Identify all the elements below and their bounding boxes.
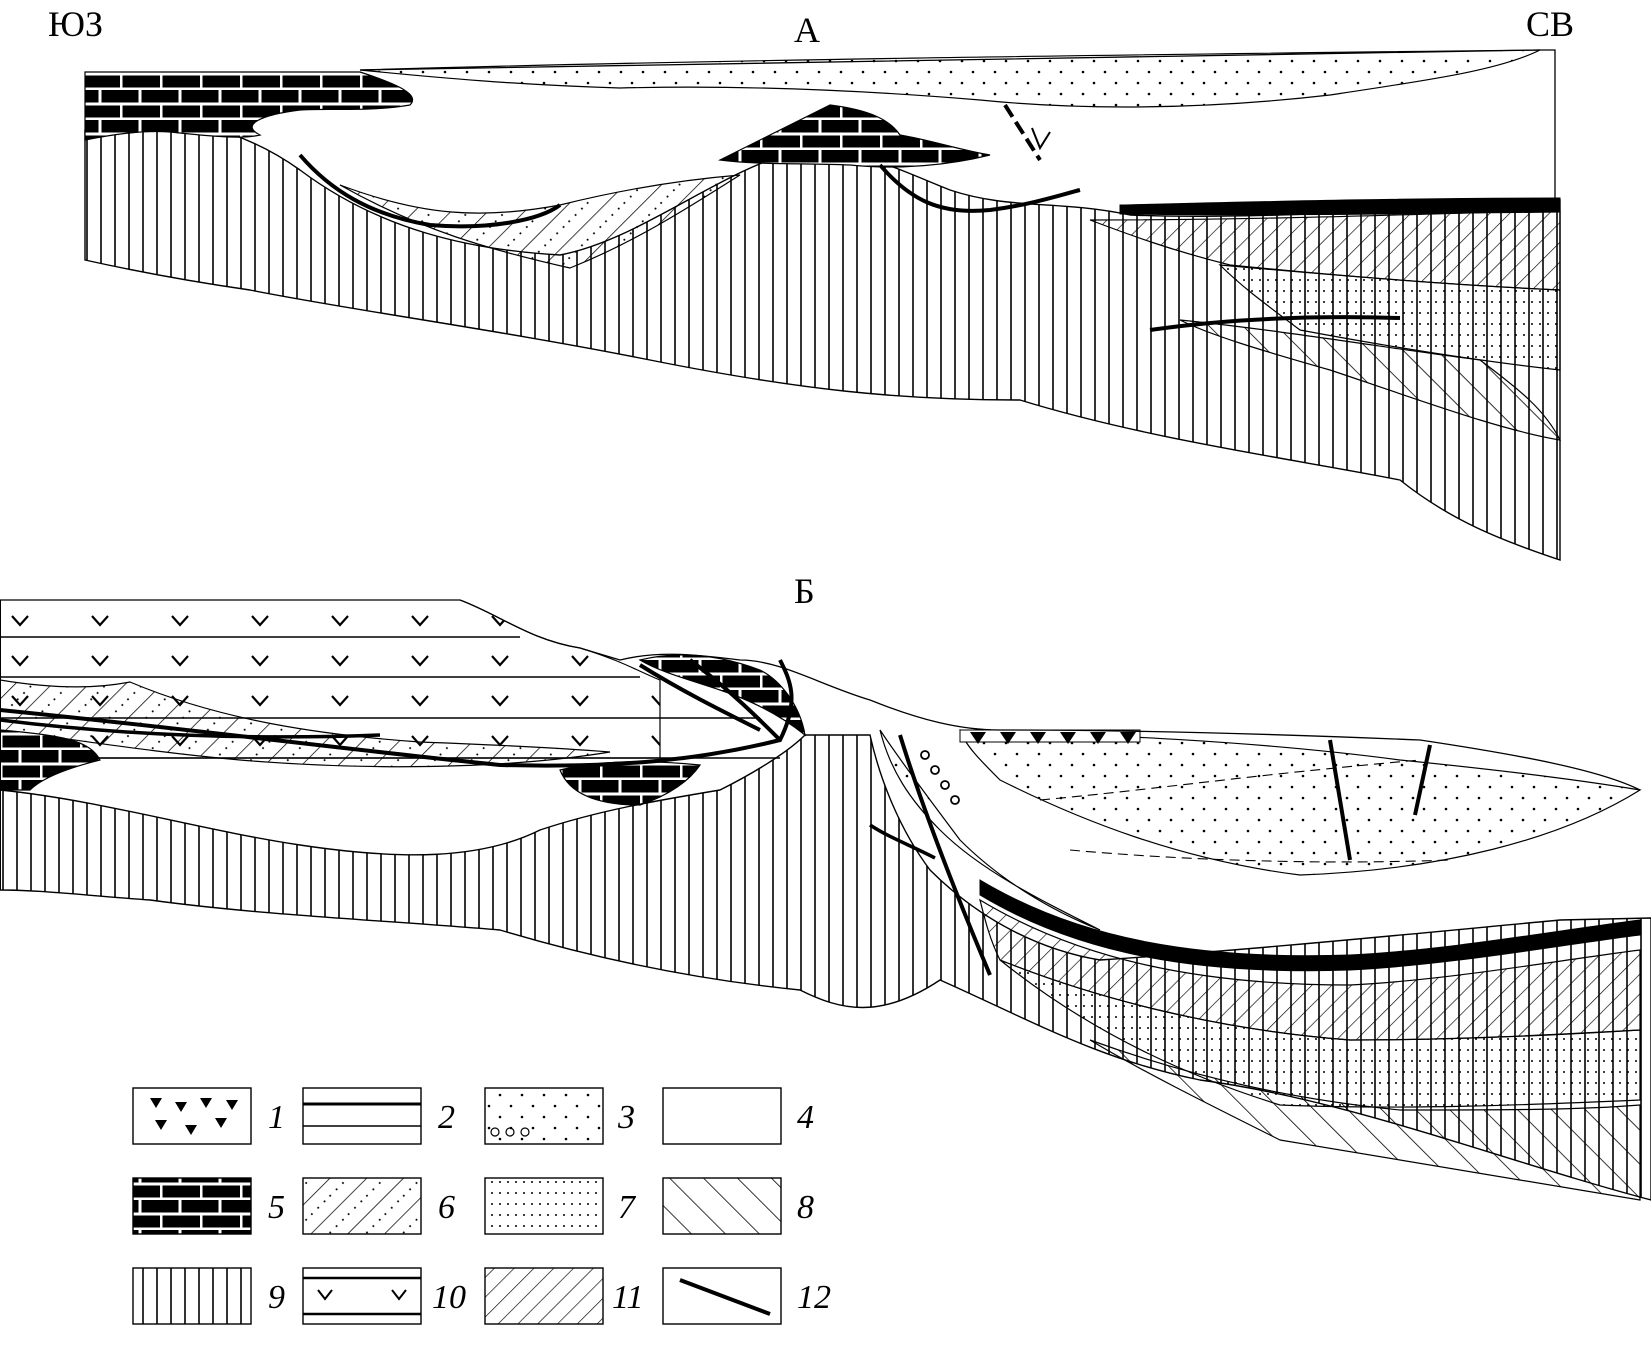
legend-num-5: 5 xyxy=(268,1189,285,1226)
legend-num-12: 12 xyxy=(797,1279,831,1316)
legend-num-9: 9 xyxy=(268,1279,285,1316)
b-unit-6-lens xyxy=(0,679,611,768)
legend-item-3: 3 xyxy=(484,1087,635,1145)
legend-item-1: 1 xyxy=(132,1087,285,1145)
legend-num-1: 1 xyxy=(268,1099,285,1136)
legend-num-11: 11 xyxy=(612,1279,643,1316)
a-fault-line-central xyxy=(878,163,1081,213)
legend-item-2: 2 xyxy=(302,1087,455,1145)
b-unit-3-upper xyxy=(959,729,1642,876)
section-b: Б xyxy=(0,571,1651,1201)
legend-item-9: 9 xyxy=(132,1267,285,1325)
legend-item-8: 8 xyxy=(662,1177,814,1235)
legend-num-2: 2 xyxy=(438,1099,455,1136)
a-unit-6-lens xyxy=(339,174,741,269)
b-fault-short xyxy=(869,823,936,860)
legend-item-5: 5 xyxy=(132,1177,285,1235)
legend-num-10: 10 xyxy=(432,1279,466,1316)
legend-item-11: 11 xyxy=(484,1267,643,1325)
a-unit-3-cover xyxy=(359,49,1541,108)
legend-num-4: 4 xyxy=(797,1099,814,1136)
a-left-end-label: ЮЗ xyxy=(48,4,103,44)
legend-num-8: 8 xyxy=(797,1189,814,1226)
b-limestone-west xyxy=(0,729,101,791)
b-fault-east-1 xyxy=(1328,739,1352,861)
a-right-end-label: СВ xyxy=(1526,4,1574,44)
legend-item-7: 7 xyxy=(484,1177,637,1235)
b-title: Б xyxy=(794,571,815,611)
b-fault-east-2 xyxy=(1413,744,1432,816)
b-fault-steep xyxy=(898,734,992,976)
b-fault-branch-2 xyxy=(688,658,782,742)
b-fault-west-lower xyxy=(0,718,381,739)
b-unit-8-east xyxy=(1089,1039,1641,1201)
a-title: А xyxy=(794,10,820,50)
b-dashed-line-2 xyxy=(1069,849,1451,863)
b-fault-main xyxy=(0,659,794,768)
legend-item-6: 6 xyxy=(302,1177,455,1235)
b-unit-1-lens xyxy=(959,729,1141,743)
legend-num-3: 3 xyxy=(617,1099,635,1136)
a-normal-fault xyxy=(1003,103,1042,162)
a-limestone-east xyxy=(1119,197,1561,216)
legend-item-12: 12 xyxy=(662,1267,831,1325)
legend-item-10: 10 xyxy=(302,1267,466,1325)
b-conglomerate-circles xyxy=(920,750,960,805)
section-a: ЮЗ А СВ xyxy=(48,4,1574,561)
legend-num-6: 6 xyxy=(438,1189,455,1226)
legend-num-7: 7 xyxy=(618,1189,637,1226)
b-unit-1-triangles xyxy=(970,732,1136,744)
a-limestone-central xyxy=(717,104,991,168)
a-fault-line-east xyxy=(1149,315,1401,332)
b-fault-branch-1 xyxy=(638,663,761,732)
legend-item-4: 4 xyxy=(662,1087,814,1145)
b-surface-profile xyxy=(459,599,1641,791)
a-unit-8-wedge xyxy=(1179,319,1562,441)
a-fault-line-west xyxy=(298,153,562,229)
b-limestone-east xyxy=(979,879,1641,972)
b-dashed-line-1 xyxy=(1039,759,1421,801)
a-limestone-west xyxy=(84,71,413,141)
a-fault-arrow xyxy=(1031,127,1051,151)
legend: 1 2 3 4 5 6 7 xyxy=(132,1087,831,1325)
a-top-profile xyxy=(359,49,1556,200)
b-unit-3-conglomerate xyxy=(879,729,1101,931)
